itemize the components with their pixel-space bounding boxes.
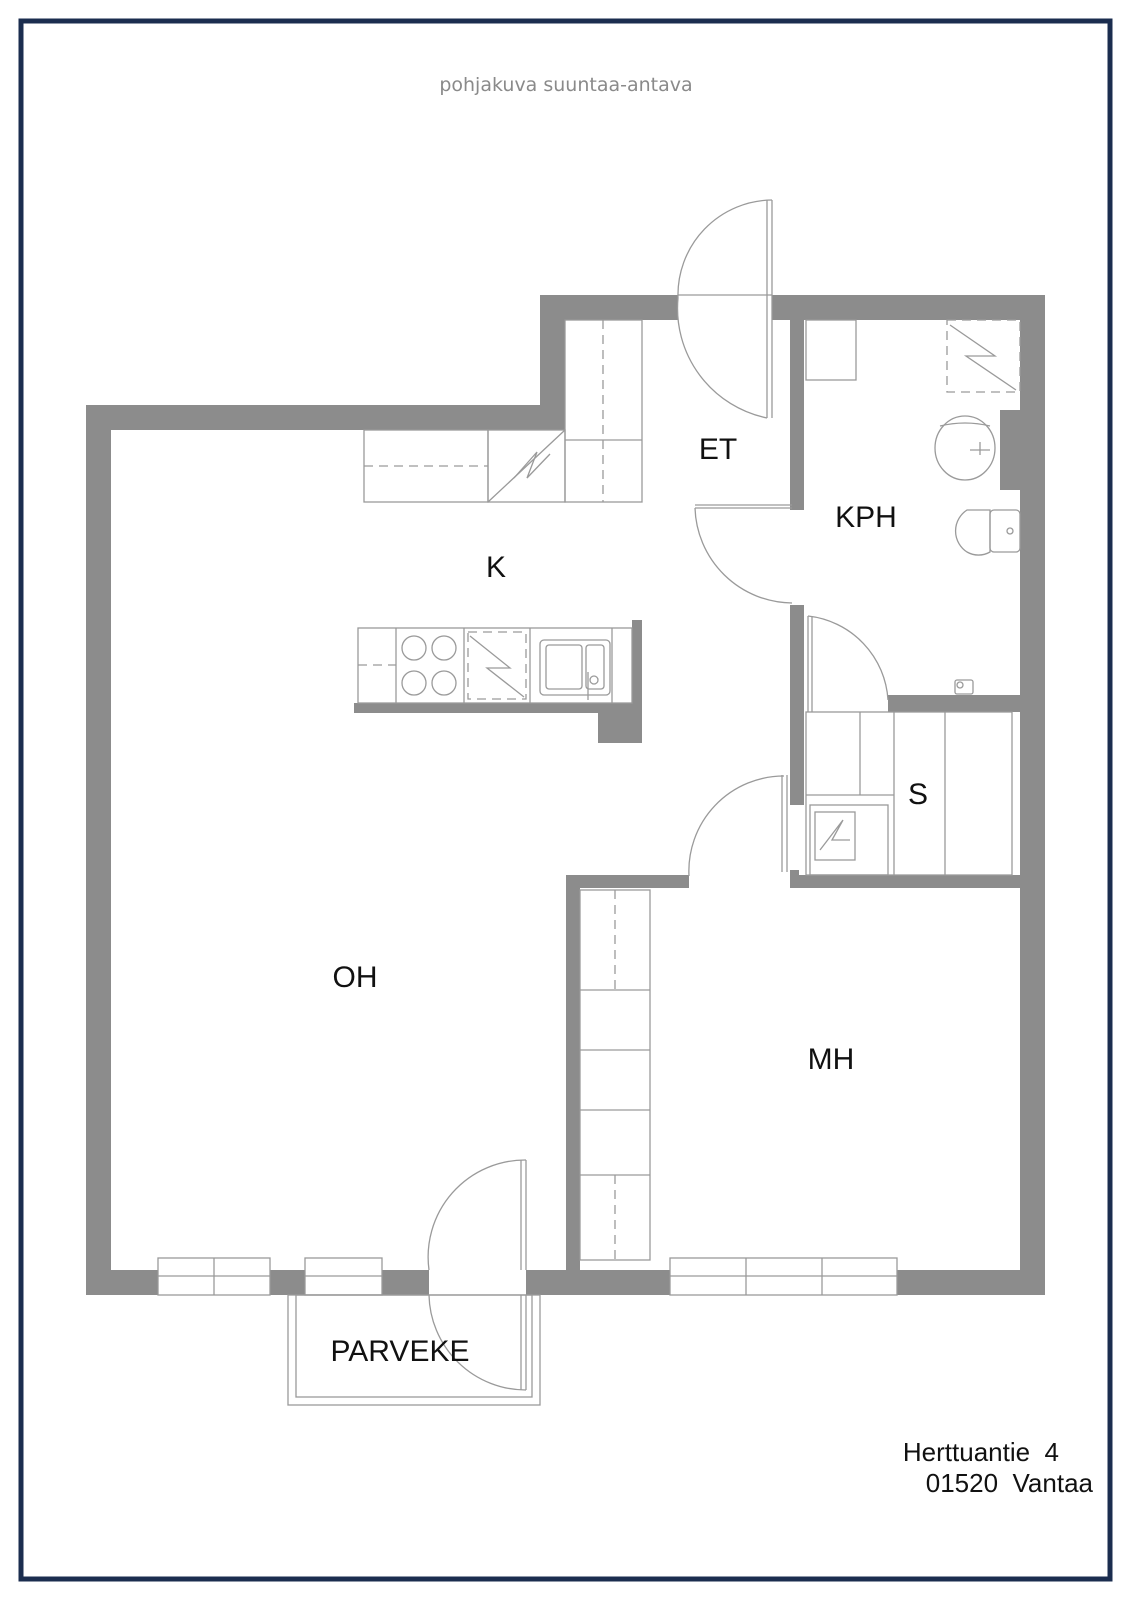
sink-icon [539, 639, 611, 700]
room-label-parveke: PARVEKE [331, 1335, 470, 1368]
appliance-icon [809, 804, 889, 876]
walls [86, 295, 1045, 1295]
floor-drain-icon [954, 679, 974, 695]
washbasin-icon [934, 415, 996, 481]
bedroom-wardrobe [579, 889, 651, 1261]
entrance-door [676, 199, 773, 419]
room-label-oh: OH [333, 961, 378, 994]
room-label-et: ET [699, 433, 737, 466]
bathroom-fixtures [805, 319, 1021, 695]
closet-door [807, 615, 889, 712]
bedroom-door [688, 775, 788, 877]
address-city: 01520 Vantaa [926, 1468, 1094, 1498]
kitchen-cabinets-top [363, 319, 643, 503]
room-label-k: K [486, 551, 506, 584]
address-street: Herttuantie 4 [903, 1437, 1059, 1467]
dishwasher-icon [467, 631, 527, 700]
windows [157, 1257, 898, 1296]
storage-closet [805, 711, 1013, 876]
balcony-door [427, 1159, 527, 1391]
room-label-kph: KPH [835, 501, 897, 534]
page-border [18, 18, 1113, 1582]
stove-icon [401, 635, 457, 696]
washer-icon [946, 319, 1021, 393]
kitchen-island [357, 627, 633, 704]
balcony [287, 1294, 541, 1406]
subtitle: pohjakuva suuntaa-antava [439, 74, 692, 96]
room-label-mh: MH [808, 1043, 855, 1076]
bathroom-door [694, 504, 793, 604]
toilet-icon [954, 509, 1021, 556]
room-label-s: S [908, 778, 928, 811]
